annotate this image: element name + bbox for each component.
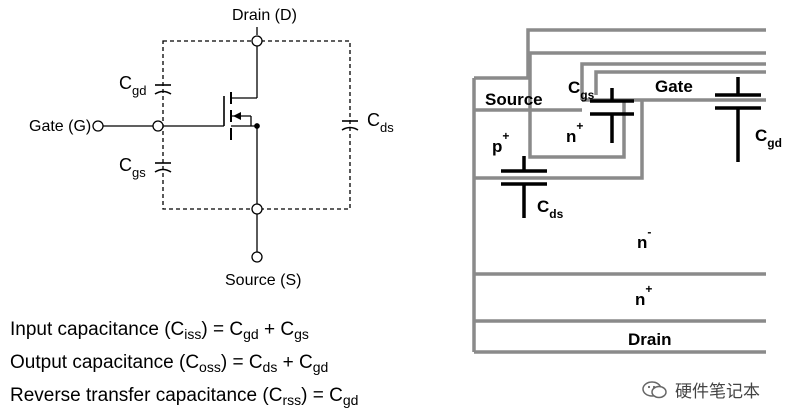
cross-section-capacitors <box>501 77 761 218</box>
n-plus-bottom-label: n+ <box>635 282 652 309</box>
watermark-text: 硬件笔记本 <box>675 382 760 401</box>
cs-cgd-label: Cgd <box>755 126 782 150</box>
wechat-logo-icon <box>642 380 667 398</box>
cgd-label: Cgd <box>119 73 146 98</box>
cgd-plate-bottom <box>154 90 172 95</box>
source-inner-terminal <box>251 203 263 215</box>
equation-output-capacitance: Output capacitance (Coss) = Cds + Cgd <box>10 352 329 375</box>
equation-reverse-transfer-capacitance: Reverse transfer capacitance (Crss) = Cg… <box>10 385 359 408</box>
source-label: Source (S) <box>225 272 301 289</box>
cs-cds-label: Cds <box>537 197 564 221</box>
n-plus-top-label: n+ <box>566 119 583 146</box>
cs-gate-label: Gate <box>655 77 693 96</box>
drain-terminal <box>251 35 263 47</box>
source-terminal <box>251 251 263 263</box>
cgs-label: Cgs <box>119 155 146 180</box>
cds-plate-bottom <box>341 126 359 131</box>
gate-outline-outer <box>580 62 766 100</box>
gate-outline-inner <box>594 70 766 95</box>
p-plus-body <box>474 100 644 180</box>
drain-label: Drain (D) <box>232 7 297 24</box>
p-plus-label: p+ <box>492 129 509 156</box>
source-metal-outline <box>472 28 766 352</box>
cs-cgs-label: Cgs <box>568 78 595 102</box>
mosfet-circuit <box>92 27 359 263</box>
cs-drain-label: Drain <box>628 330 671 349</box>
gate-terminal <box>92 120 104 132</box>
watermark: 硬件笔记本 <box>641 377 760 402</box>
cgs-plate-bottom <box>154 168 172 173</box>
gate-label: Gate (G) <box>29 118 91 135</box>
gate-node <box>152 120 164 132</box>
mosfet-cross-section <box>472 28 766 354</box>
cs-source-label: Source <box>485 90 543 109</box>
source-step-outline <box>528 51 766 110</box>
n-plus-well <box>528 100 626 159</box>
n-minus-label: n- <box>637 225 651 252</box>
equation-input-capacitance: Input capacitance (Ciss) = Cgd + Cgs <box>10 319 309 342</box>
cds-label: Cds <box>367 110 394 135</box>
body-arrow <box>233 112 241 120</box>
